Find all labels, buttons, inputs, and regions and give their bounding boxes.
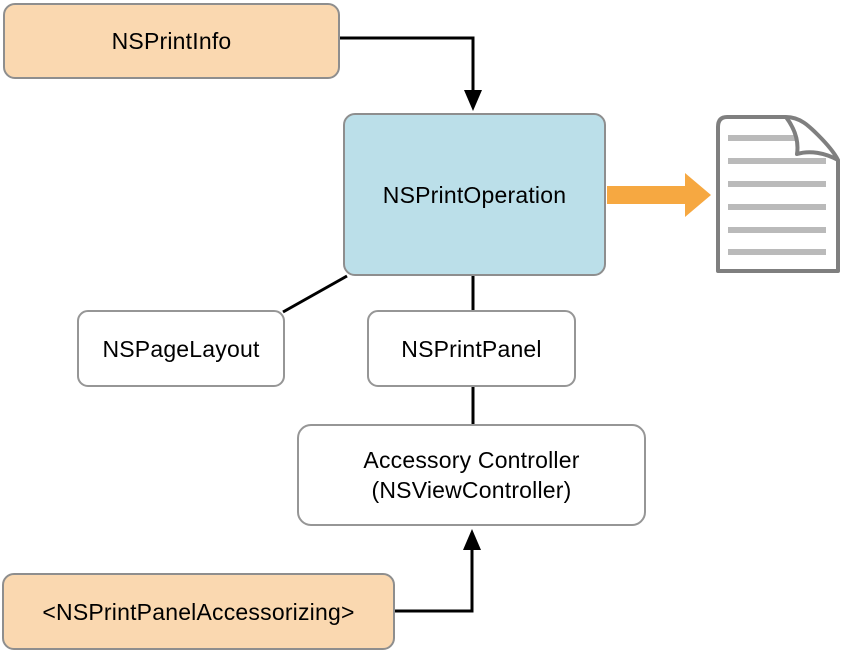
arrow-printinfo-to-printoperation xyxy=(340,36,482,111)
node-nsprintpanel: NSPrintPanel xyxy=(367,310,576,387)
node-nsprintoperation: NSPrintOperation xyxy=(343,113,606,276)
document-text-lines xyxy=(728,135,826,255)
node-nsprintinfo: NSPrintInfo xyxy=(3,3,340,79)
node-nsprintpanelaccessorizing-label: <NSPrintPanelAccessorizing> xyxy=(42,598,355,625)
node-nsprintinfo-label: NSPrintInfo xyxy=(111,28,232,54)
document-folded-corner xyxy=(784,115,839,162)
node-nspagelayout-label: NSPageLayout xyxy=(102,335,260,362)
document-icon xyxy=(716,115,840,273)
node-accessory-controller-label-line1: Accessory Controller xyxy=(363,447,580,473)
node-nsprintoperation-label: NSPrintOperation xyxy=(382,181,567,208)
node-nsprintpanelaccessorizing: <NSPrintPanelAccessorizing> xyxy=(2,573,395,650)
connector-printoperation-to-pagelayout xyxy=(282,274,348,314)
output-arrow xyxy=(607,173,711,217)
node-accessory-controller-label-line2: (NSViewController) xyxy=(371,477,572,503)
node-nsprintpanel-label: NSPrintPanel xyxy=(401,335,542,362)
node-accessory-controller: Accessory Controller (NSViewController) xyxy=(297,424,646,526)
node-nspagelayout: NSPageLayout xyxy=(77,310,285,387)
arrow-accessorizing-to-accessorycontroller xyxy=(395,529,481,613)
